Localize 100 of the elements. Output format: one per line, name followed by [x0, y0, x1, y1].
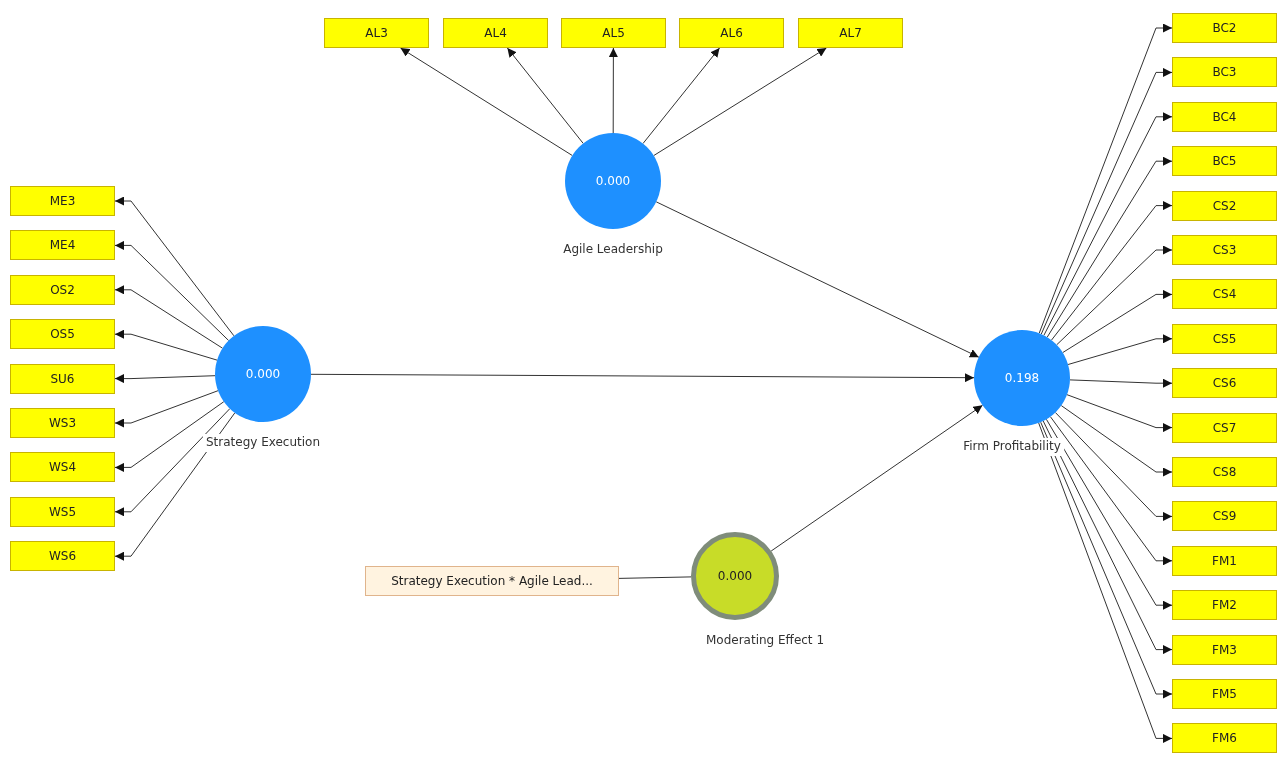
indicator-box — [1172, 590, 1277, 621]
indicator-box — [1172, 101, 1277, 132]
indicator-label: BC3 — [1212, 65, 1237, 80]
indicator-label: WS5 — [48, 504, 77, 519]
indicator-box — [1172, 545, 1277, 576]
arrow — [642, 47, 720, 144]
indicator-label: FM3 — [1212, 642, 1237, 657]
indicator-label: CS6 — [1212, 376, 1237, 391]
arrow — [1062, 289, 1173, 354]
indicator-label: CS2 — [1212, 198, 1237, 213]
arrow — [1056, 245, 1173, 346]
arrow — [400, 47, 573, 156]
indicator-box — [1172, 190, 1277, 221]
indicator-label: CS3 — [1212, 243, 1237, 257]
arrow — [310, 373, 975, 383]
indicator-box — [1172, 723, 1277, 754]
value-label: 0.198 — [1004, 371, 1040, 385]
indicator-box — [1172, 279, 1277, 310]
indicator-label: FM5 — [1212, 687, 1237, 701]
arrow — [1049, 416, 1173, 566]
arrow — [1060, 405, 1173, 477]
arrow — [114, 240, 230, 341]
arrow — [1042, 420, 1173, 655]
indicator-box — [324, 18, 429, 48]
value-label: 0.000 — [595, 174, 631, 188]
interaction-term-box — [365, 566, 619, 596]
indicator-box — [1172, 679, 1277, 709]
indicator-label: AL6 — [720, 26, 743, 40]
indicator-label: FM2 — [1212, 598, 1237, 613]
indicator-box — [10, 408, 115, 438]
indicator-label: ME4 — [49, 238, 76, 253]
indicator-box — [10, 363, 115, 394]
indicator-box — [443, 18, 548, 48]
indicator-box — [1172, 501, 1277, 532]
indicator-box — [10, 319, 115, 350]
indicator-label: OS2 — [50, 282, 75, 297]
arrow — [1038, 23, 1173, 334]
indicator-label: WS4 — [48, 460, 77, 475]
arrow — [1045, 418, 1173, 610]
indicator-box — [1172, 457, 1277, 487]
indicator-box — [561, 18, 666, 48]
indicator-label: FM6 — [1212, 731, 1237, 746]
indicator-label: WS3 — [48, 416, 77, 430]
construct-circle — [215, 326, 311, 422]
indicator-label: ME3 — [49, 194, 76, 208]
indicator-box — [10, 186, 115, 216]
arrow — [1054, 412, 1173, 521]
indicator-box — [1172, 235, 1277, 265]
construct-name: Agile Leadership — [560, 241, 666, 259]
arrow — [1040, 421, 1173, 699]
indicator-label: CS7 — [1212, 420, 1237, 435]
construct-circle — [974, 330, 1070, 426]
arrow — [1038, 422, 1173, 743]
arrow — [114, 196, 235, 337]
indicator-box — [10, 274, 115, 305]
indicator-label: CS4 — [1212, 287, 1237, 302]
arrow — [114, 412, 236, 561]
arrow — [1040, 67, 1173, 335]
arrow — [1067, 334, 1173, 365]
indicator-box — [1172, 323, 1277, 354]
indicator-box — [10, 541, 115, 572]
indicator-box — [1172, 368, 1277, 399]
indicator-label: AL4 — [484, 26, 507, 40]
arrow — [1051, 201, 1173, 341]
value-label: 0.000 — [717, 569, 753, 583]
arrow — [506, 47, 584, 144]
arrow — [114, 329, 218, 361]
indicator-box — [1172, 634, 1277, 665]
indicator-box — [1172, 13, 1277, 43]
indicator-box — [1172, 146, 1277, 177]
arrow — [114, 374, 216, 384]
indicator-box — [10, 452, 115, 483]
value-label: 0.000 — [245, 367, 281, 381]
indicator-label: AL5 — [602, 26, 625, 40]
indicator-label: BC4 — [1212, 109, 1237, 124]
indicator-label: BC5 — [1212, 154, 1237, 169]
arrow — [1043, 112, 1173, 336]
arrow — [1046, 156, 1173, 338]
indicator-label: Strategy Execution * Agile Lead... — [391, 574, 593, 588]
indicator-box — [679, 18, 784, 48]
indicator-label: AL7 — [839, 26, 862, 40]
indicator-box — [10, 496, 115, 527]
indicator-label: OS5 — [50, 327, 75, 342]
indicator-label: BC2 — [1212, 21, 1237, 35]
arrow — [1066, 394, 1173, 433]
arrow — [655, 201, 980, 358]
arrow — [608, 47, 618, 134]
indicator-label: SU6 — [50, 371, 75, 386]
indicator-label: AL3 — [365, 26, 388, 40]
arrow — [114, 285, 223, 349]
arrow — [114, 401, 225, 472]
indicator-label: WS6 — [48, 549, 77, 564]
indicator-label: CS5 — [1212, 331, 1237, 346]
arrow — [770, 404, 983, 552]
arrow — [114, 390, 219, 428]
indicator-label: FM1 — [1212, 553, 1237, 568]
indicator-label: CS9 — [1212, 509, 1237, 524]
indicator-box — [1172, 412, 1277, 443]
indicator-box — [10, 230, 115, 261]
indicator-box — [798, 18, 903, 48]
